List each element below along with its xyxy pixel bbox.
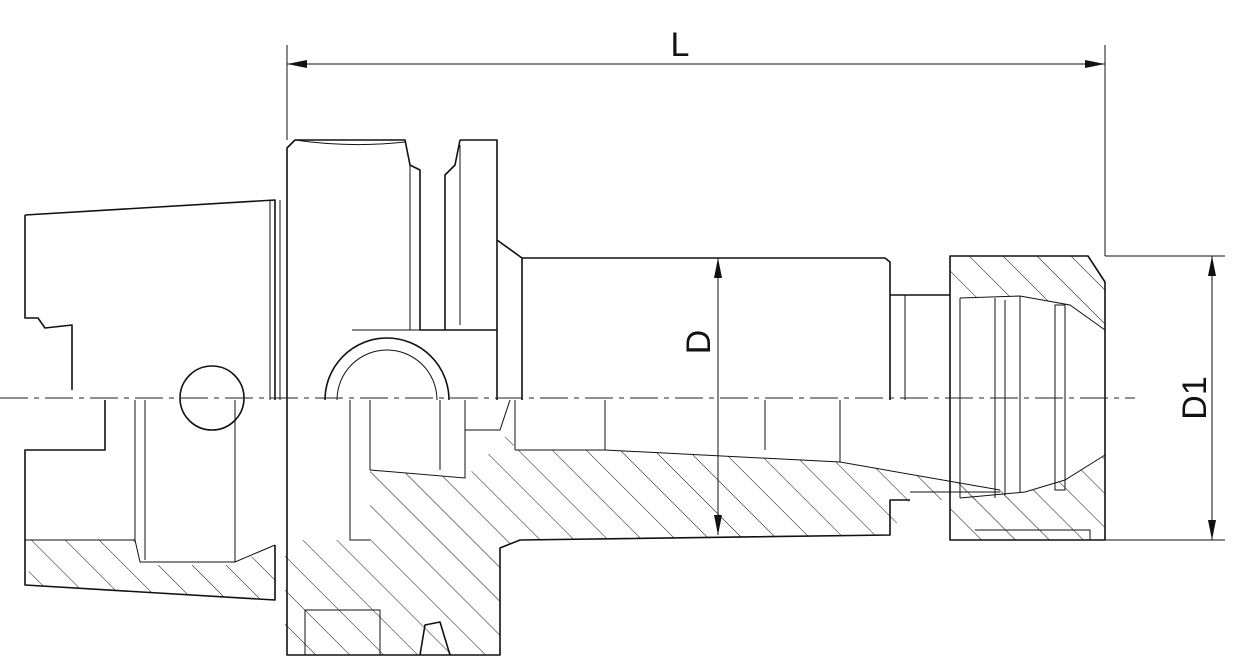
label-d: D (680, 330, 718, 355)
dimension-l: L (286, 26, 1106, 256)
dimension-d1: D1 (1105, 255, 1225, 541)
section-hatch (25, 256, 1105, 655)
dimension-d: D (680, 258, 722, 535)
label-d1: D1 (1176, 376, 1214, 419)
label-l: L (671, 26, 690, 64)
